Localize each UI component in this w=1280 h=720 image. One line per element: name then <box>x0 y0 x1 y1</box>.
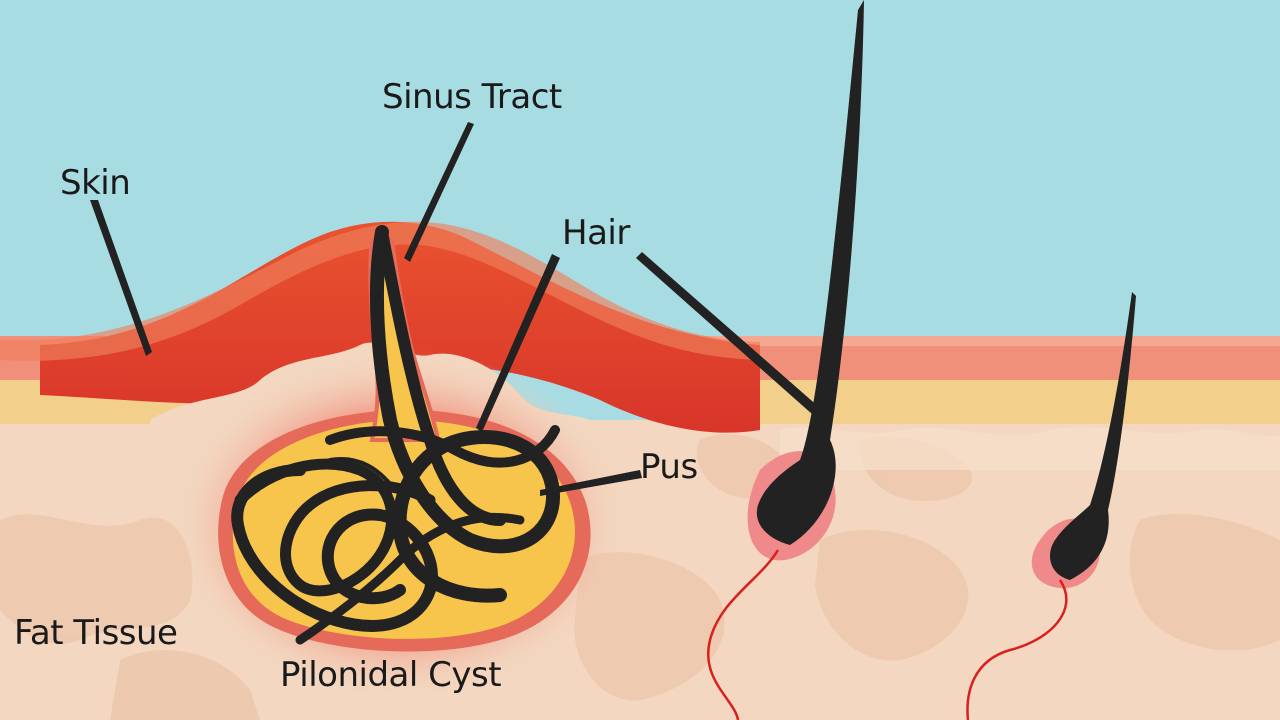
leader-hair-follicle <box>636 252 820 414</box>
label-skin: Skin <box>60 163 131 203</box>
leader-pus <box>540 470 642 496</box>
leader-skin <box>90 200 152 356</box>
leader-lines <box>90 122 820 496</box>
label-hair: Hair <box>562 213 630 253</box>
leader-hair-cyst <box>476 254 560 432</box>
label-sinus-tract: Sinus Tract <box>382 77 562 117</box>
hair-follicle-2 <box>966 292 1136 720</box>
label-fat-tissue: Fat Tissue <box>14 613 178 653</box>
epidermis-highlight <box>700 336 1280 346</box>
label-pilonidal-cyst: Pilonidal Cyst <box>280 655 502 695</box>
leader-sinus-tract <box>404 122 474 262</box>
subcutaneous-layer-right <box>700 378 1280 424</box>
inflamed-skin-outer <box>0 221 760 361</box>
hair-follicle-1 <box>707 0 864 720</box>
fat-cells-upper <box>780 427 1280 470</box>
label-pus: Pus <box>640 447 698 487</box>
